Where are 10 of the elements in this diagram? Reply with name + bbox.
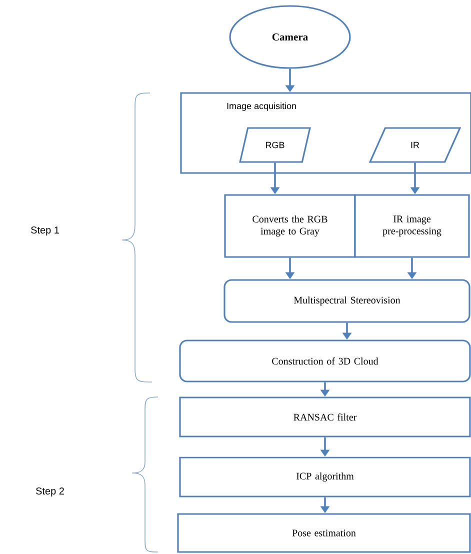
process-box: RANSAC filter (179, 396, 471, 438)
process-box: Multispectral Stereovision (224, 279, 470, 323)
input-parallelogram: RGB (239, 127, 311, 163)
process-box: Pose estimation (177, 513, 471, 553)
process-box: Construction of 3D Cloud (179, 340, 471, 382)
process-box: IR image pre-processing (354, 194, 470, 258)
process-box: ICP algorithm (179, 456, 471, 498)
step-label: Step 2 (36, 487, 64, 497)
step-label: Step 1 (31, 226, 59, 236)
process-box: Converts the RGB image to Gray (224, 194, 356, 258)
